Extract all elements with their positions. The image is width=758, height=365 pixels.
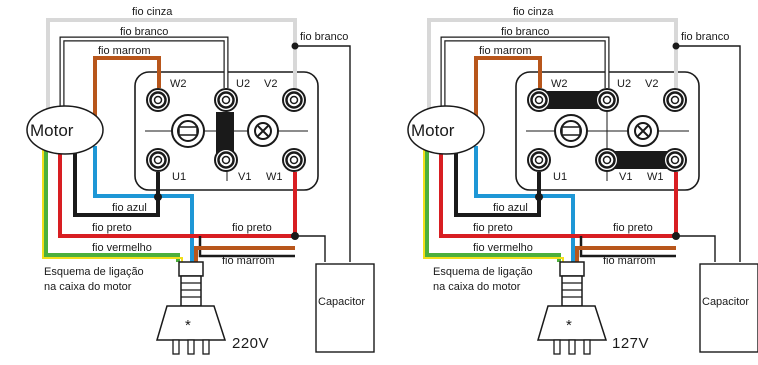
label-fio-vermelho: fio vermelho [92, 242, 152, 254]
voltage-label: 127V [612, 335, 649, 352]
terminal-v2: V2 [264, 78, 277, 90]
terminal-w1: W1 [647, 171, 664, 183]
terminal-w2: W2 [170, 78, 187, 90]
wire-marrom-top [474, 56, 542, 122]
capacitor-label: Capacitor [702, 296, 749, 308]
center-nut [554, 114, 588, 148]
wire-branco-right [295, 45, 351, 262]
wire-marrom-bottom [194, 246, 295, 262]
label-fio-branco-right: fio branco [681, 31, 729, 43]
svg-text:*: * [566, 317, 572, 334]
jumper-bar [539, 91, 609, 109]
center-nut [171, 114, 205, 148]
wire-marrom-bottom [575, 246, 676, 262]
capacitor [315, 263, 375, 353]
label-fio-branco-right: fio branco [300, 31, 348, 43]
label-fio-azul: fio azul [493, 202, 528, 214]
wire-vermelho [439, 150, 678, 238]
terminal-u2: U2 [617, 78, 631, 90]
label-fio-marrom-bottom: fio marrom [222, 255, 275, 267]
motor [407, 105, 485, 155]
wiring-diagram-220v: W2 U2 V2 U1 V1 W1 Motor [26, 6, 375, 355]
terminal-v1: V1 [619, 171, 632, 183]
label-fio-branco-top: fio branco [501, 26, 549, 38]
wire-cinza [427, 18, 678, 122]
caption-line2: na caixa do motor [44, 281, 132, 293]
svg-text:*: * [185, 317, 191, 334]
voltage-label: 220V [232, 335, 269, 352]
terminal-u1: U1 [553, 171, 567, 183]
terminal-u1: U1 [172, 171, 186, 183]
caption-line1: Esquema de ligação [433, 266, 533, 278]
electrical-plug-icon: * [155, 261, 227, 355]
screw-symbol [627, 115, 659, 147]
motor [26, 105, 104, 155]
terminal-w1: W1 [266, 171, 283, 183]
label-fio-preto-left: fio preto [473, 222, 513, 234]
wire-vermelho [58, 150, 297, 238]
label-fio-cinza: fio cinza [513, 6, 554, 18]
wire-azul [474, 146, 575, 262]
label-fio-cinza: fio cinza [132, 6, 173, 18]
terminal-v2: V2 [645, 78, 658, 90]
capacitor-label: Capacitor [318, 296, 365, 308]
wire-cinza [46, 18, 297, 122]
label-fio-marrom-top: fio marrom [98, 45, 151, 57]
terminal-w2: W2 [551, 78, 568, 90]
label-fio-marrom-top: fio marrom [479, 45, 532, 57]
electrical-plug-icon: * [536, 261, 608, 355]
label-fio-preto-right: fio preto [613, 222, 653, 234]
terminal-u2: U2 [236, 78, 250, 90]
wiring-diagram-127v: W2 U2 V2 U1 V1 W1 Motor Capacitor [407, 6, 758, 355]
caption-line1: Esquema de ligação [44, 266, 144, 278]
jumper-bar [607, 151, 677, 169]
wire-marrom-top [93, 56, 161, 122]
label-fio-azul: fio azul [112, 202, 147, 214]
caption-line2: na caixa do motor [433, 281, 521, 293]
wire-preto-right [198, 236, 295, 258]
jumper-bar [216, 112, 234, 154]
label-fio-vermelho: fio vermelho [473, 242, 533, 254]
motor-label: Motor [30, 121, 74, 140]
motor-label: Motor [411, 121, 455, 140]
label-fio-marrom-bottom: fio marrom [603, 255, 656, 267]
wire-azul [93, 146, 194, 262]
wire-preto-right [579, 236, 676, 258]
wire-branco-right [676, 45, 741, 262]
screw-symbol [247, 115, 279, 147]
capacitor [699, 263, 758, 353]
label-fio-branco-top: fio branco [120, 26, 168, 38]
terminal-v1: V1 [238, 171, 251, 183]
label-fio-preto-right: fio preto [232, 222, 272, 234]
label-fio-preto-left: fio preto [92, 222, 132, 234]
